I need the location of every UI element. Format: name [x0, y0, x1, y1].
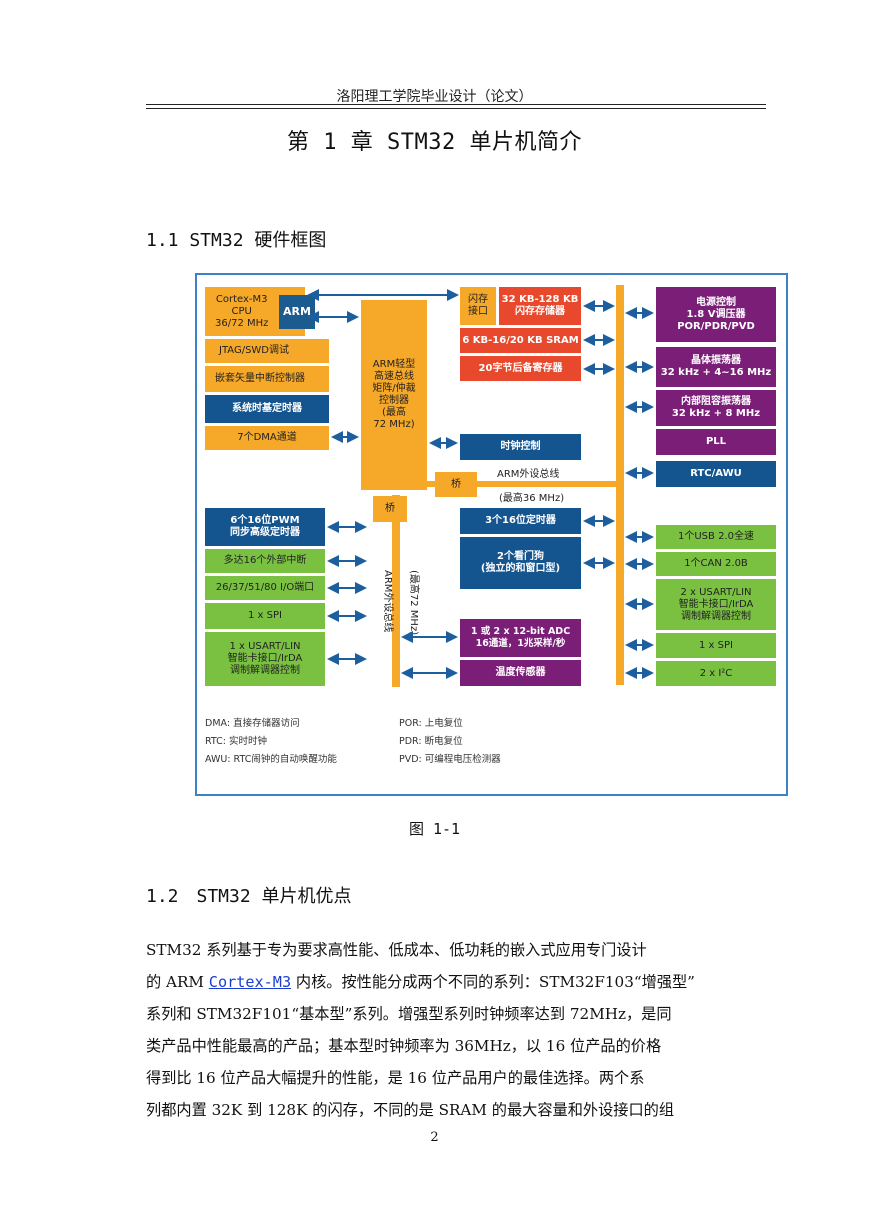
power-control-block: 电源控制 1.8 V调压器 POR/PDR/PVD [656, 287, 776, 342]
legend-awu: AWU: RTC闹钟的自动唤醒功能 [205, 754, 337, 765]
spi-right-block: 1 x SPI [656, 633, 776, 658]
systick-block: 系统时基定时器 [205, 395, 329, 423]
legend-rtc: RTC: 实时时钟 [205, 736, 268, 747]
io-port-block: 26/37/51/80 I/O端口 [205, 576, 325, 600]
paragraph-line: 得到比 16 位产品大幅提升的性能，是 16 位产品用户的最佳选择。两个系 [146, 1069, 645, 1087]
flash-memory-block: 32 KB-128 KB 闪存存储器 [499, 287, 581, 325]
pll-block: PLL [656, 429, 776, 455]
exti-block: 多达16个外部中断 [205, 549, 325, 573]
section-heading-1: 1.1 STM32 硬件框图 [146, 230, 327, 251]
page-header: 洛阳理工学院毕业设计（论文） [336, 89, 533, 105]
adc-block: 1 或 2 x 12-bit ADC 16通道，1兆采样/秒 [460, 619, 581, 657]
bridge-right: 桥 [435, 472, 477, 497]
legend-pdr: PDR: 断电复位 [399, 736, 463, 747]
paragraph-line: 类产品中性能最高的产品；基本型时钟频率为 36MHz，以 16 位产品的价格 [146, 1037, 662, 1055]
paragraph-text: 内核。按性能分成两个不同的系列：STM32F103“增强型” [291, 973, 695, 991]
connection-arrows [307, 289, 654, 679]
jtag-block: JTAG/SWD调试 [205, 339, 329, 363]
bus-matrix-block: ARM轻型 高速总线 矩阵/仲裁 控制器 (最高 72 MHz) [361, 300, 427, 490]
header-rule-thin [146, 108, 766, 109]
page-number: 2 [430, 1130, 439, 1145]
peripheral-bus-speed: (最高36 MHz) [499, 493, 565, 504]
usb-block: 1个USB 2.0全速 [656, 525, 776, 549]
section-heading-2: 1.2 STM32 单片机优点 [146, 886, 352, 907]
crystal-oscillator-block: 晶体振荡器 32 kHz + 4~16 MHz [656, 347, 776, 387]
temperature-sensor-block: 温度传感器 [460, 660, 581, 686]
sram-block: 6 KB-16/20 KB SRAM [460, 328, 581, 353]
peripheral-bus-bar [423, 481, 623, 487]
cortex-m3-link[interactable]: Cortex-M3 [208, 973, 292, 991]
rtc-block: RTC/AWU [656, 461, 776, 487]
hardware-block-diagram: Cortex-M3 CPU 36/72 MHz ARM JTAG/SWD调试 嵌… [195, 273, 788, 796]
bridge-left: 桥 [373, 496, 407, 522]
i2c-block: 2 x I²C [656, 661, 776, 686]
paragraph-text: 的 ARM [146, 973, 209, 991]
legend-pvd: PVD: 可编程电压检测器 [399, 754, 501, 765]
legend-dma: DMA: 直接存储器访问 [205, 718, 300, 729]
spi-left-block: 1 x SPI [205, 603, 325, 629]
paragraph-line: 系列和 STM32F101“基本型”系列。增强型系列时钟频率达到 72MHz，是… [146, 1005, 672, 1023]
timer-block: 3个16位定时器 [460, 508, 581, 534]
pwm-timer-block: 6个16位PWM 同步高级定时器 [205, 508, 325, 546]
can-block: 1个CAN 2.0B [656, 552, 776, 576]
peripheral-bus-label: ARM外设总线 [497, 469, 560, 480]
body-paragraph: STM32 系列基于专为要求高性能、低成本、低功耗的嵌入式应用专门设计 的 AR… [146, 934, 746, 1126]
usart-left-block: 1 x USART/LIN 智能卡接口/IrDA 调制解调器控制 [205, 632, 325, 686]
rc-oscillator-block: 内部阻容振荡器 32 kHz + 8 MHz [656, 390, 776, 426]
nvic-block: 嵌套矢量中断控制器 [205, 366, 329, 392]
vertical-bus-left [392, 495, 400, 687]
paragraph-line: STM32 系列基于专为要求高性能、低成本、低功耗的嵌入式应用专门设计 [146, 941, 647, 959]
dma-block: 7个DMA通道 [205, 426, 329, 450]
clock-control-block: 时钟控制 [460, 434, 581, 460]
figure-caption: 图 1-1 [408, 820, 461, 838]
flash-interface-block: 闪存 接口 [460, 287, 496, 325]
backup-register-block: 20字节后备寄存器 [460, 356, 581, 381]
paragraph-line: 列都内置 32K 到 128K 的闪存，不同的是 SRAM 的最大容量和外设接口… [146, 1101, 675, 1119]
legend-por: POR: 上电复位 [399, 718, 463, 729]
chapter-title: 第 1 章 STM32 单片机简介 [287, 130, 582, 155]
header-rule [146, 104, 766, 105]
watchdog-block: 2个看门狗 (独立的和窗口型) [460, 537, 581, 589]
usart-right-block: 2 x USART/LIN 智能卡接口/IrDA 调制解调器控制 [656, 579, 776, 630]
paragraph-line: 的 ARM Cortex-M3 内核。按性能分成两个不同的系列：STM32F10… [146, 966, 746, 998]
